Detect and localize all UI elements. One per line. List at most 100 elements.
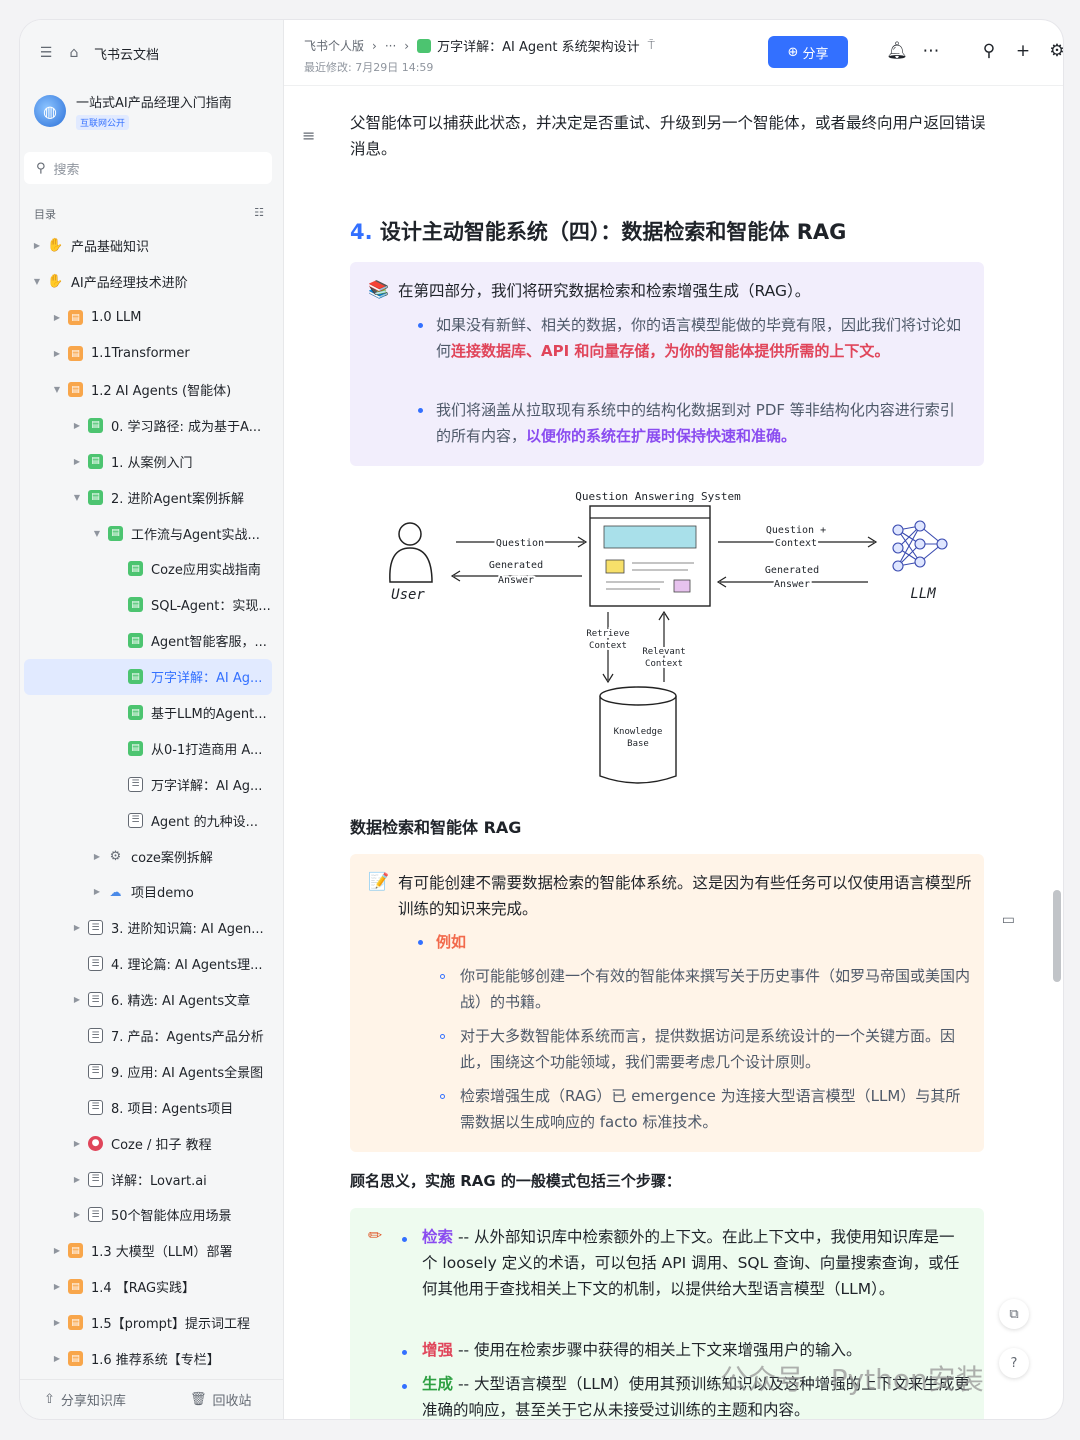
chevron-down-icon[interactable]: ▼ <box>53 385 61 394</box>
chevron-right-icon[interactable]: ▶ <box>73 995 81 1005</box>
chevron-right-icon[interactable]: ▶ <box>53 349 61 359</box>
sidebar-item[interactable]: ☰7. 产品：Agents产品分析 <box>24 1018 272 1054</box>
home-label[interactable]: 飞书云文档 <box>94 47 160 63</box>
sidebar-item[interactable]: ☰8. 项目: Agents项目 <box>24 1089 272 1125</box>
sidebar-item[interactable]: ▶☰6. 精选: AI Agents文章 <box>24 982 272 1018</box>
collapse-sidebar-icon[interactable]: ☰ <box>39 45 53 61</box>
sidebar-item[interactable]: ☰Agent 的九种设... <box>24 802 272 838</box>
toc-list-icon[interactable]: ☷ <box>254 206 264 219</box>
sidebar-item[interactable]: ▶▤1.5【prompt】提示词工程 <box>24 1305 272 1341</box>
chevron-down-icon[interactable]: ▼ <box>93 528 101 538</box>
plus-icon[interactable]: + <box>1015 41 1031 61</box>
sidebar-item[interactable]: ▼▤工作流与Agent实战... <box>24 515 272 551</box>
llm-gen-label-1: Generated <box>765 565 819 576</box>
sidebar-item[interactable]: ▶ ⚙ coze案例拆解 <box>24 838 272 874</box>
sidebar-item[interactable]: ▶●Coze / 扣子 教程 <box>24 1125 272 1161</box>
callout-rag-intro: 📚 在第四部分，我们将研究数据检索和检索增强生成（RAG）。 如果没有新鲜、相关… <box>350 262 984 466</box>
pin-icon[interactable]: ⍑ <box>647 38 655 52</box>
chevron-down-icon[interactable]: ▼ <box>33 277 41 287</box>
memo-icon: 📝 <box>368 872 390 892</box>
doc-doc-icon: ☰ <box>88 1063 103 1079</box>
chevron-right-icon[interactable]: ▶ <box>93 887 101 897</box>
sidebar-item[interactable]: ▶▤1.3 大模型（LLM）部署 <box>24 1233 272 1269</box>
sidebar-item[interactable]: ▤基于LLM的Agent... <box>24 695 272 731</box>
sidebar-item[interactable]: ▤Coze应用实战指南 <box>24 551 272 587</box>
sidebar-item[interactable]: ▤SQL-Agent：实现... <box>24 587 272 623</box>
chevron-right-icon[interactable]: ▶ <box>93 851 101 861</box>
bullet-dot <box>418 408 423 413</box>
share-kb-button[interactable]: ⇧ 分享知识库 <box>44 1390 126 1409</box>
chevron-right-icon[interactable]: ▶ <box>73 1210 81 1220</box>
sidebar-item[interactable]: ☰9. 应用: AI Agents全景图 <box>24 1053 272 1089</box>
sidebar-item-label: 项目demo <box>131 886 194 902</box>
more-icon[interactable]: ⋯ <box>922 41 940 61</box>
steps-title: 顾名思义，实施 RAG 的一般模式包括三个步骤： <box>350 1172 681 1190</box>
chevron-right-icon[interactable]: ▶ <box>73 420 81 430</box>
sidebar-item[interactable]: ▶☰3. 进阶知识篇: AI Agen... <box>24 910 272 946</box>
sidebar-item[interactable]: ▤万字详解：AI Ag... <box>24 658 272 695</box>
sidebar-item[interactable]: ▤从0-1打造商用 A... <box>24 730 272 766</box>
knowledge-base-header[interactable]: ◍ 一站式AI产品经理入门指南 互联网公开 <box>34 92 232 130</box>
sidebar-item-label: 万字详解：AI Ag... <box>151 778 263 794</box>
home-icon[interactable]: ⌂ <box>69 45 79 61</box>
chevron-right-icon[interactable]: ▶ <box>53 1282 61 1292</box>
sidebar-item-label: SQL-Agent：实现... <box>151 599 271 615</box>
chevron-right-icon[interactable]: ▶ <box>53 313 61 323</box>
scrollbar-thumb[interactable] <box>1053 890 1061 982</box>
chevron-right-icon[interactable]: ▶ <box>73 1138 81 1148</box>
step-keyword: 生成 <box>422 1375 454 1393</box>
sidebar-item-label: 1.4 【RAG实践】 <box>91 1281 196 1297</box>
sidebar-item[interactable]: ☰万字详解：AI Ag... <box>24 766 272 802</box>
knowledge-base-cylinder <box>599 686 677 784</box>
outline-icon[interactable]: ≡ <box>302 126 316 145</box>
sidebar-item[interactable]: ▶☰详解：Lovart.ai <box>24 1161 272 1197</box>
sidebar-item-label: 基于LLM的Agent... <box>151 707 267 723</box>
bell-icon[interactable]: 🔔︎ <box>886 41 908 61</box>
relevant-label-1: Relevant <box>642 647 685 657</box>
share-button[interactable]: ⊕ 分享 <box>768 36 848 68</box>
sidebar-item-label: coze案例拆解 <box>131 850 213 866</box>
chevron-right-icon[interactable]: ▶ <box>53 1246 61 1256</box>
search-icon[interactable]: ⚲ <box>982 41 996 61</box>
help-icon[interactable]: ? <box>999 1348 1029 1378</box>
chevron-right-icon[interactable]: ▶ <box>73 456 81 466</box>
search-placeholder: 搜索 <box>53 162 80 178</box>
doc-header: 飞书个人版 › ··· › 万字详解：AI Agent 系统架构设计 ⍑ 最近修… <box>284 20 1063 86</box>
crumb-more[interactable]: ··· <box>384 38 397 53</box>
user-figure <box>389 522 433 583</box>
sidebar-item[interactable]: ▶▤1.6 推荐系统【专栏】 <box>24 1341 272 1377</box>
chevron-right-icon[interactable]: ▶ <box>33 241 41 251</box>
search-input[interactable]: ⚲ 搜索 <box>24 152 272 184</box>
scrollbar[interactable] <box>1051 152 1063 1419</box>
crumb-current[interactable]: 万字详解：AI Agent 系统架构设计 <box>417 36 640 55</box>
chevron-right-icon[interactable]: ▶ <box>73 923 81 933</box>
comment-icon[interactable]: ▭ <box>1001 912 1015 928</box>
gear-doc-icon: ⚙ <box>109 848 122 864</box>
sidebar-item[interactable]: ▼▤2. 进阶Agent案例拆解 <box>24 479 272 515</box>
sidebar-item[interactable]: ▶▤1.4 【RAG实践】 <box>24 1269 272 1305</box>
crumb-root[interactable]: 飞书个人版 <box>304 39 365 53</box>
sidebar-item[interactable]: ▶▤1.1Transformer <box>24 336 272 372</box>
trash-button[interactable]: 🗑 回收站 <box>190 1390 252 1409</box>
bullet-dot <box>418 323 423 328</box>
sidebar-item-label: 1.1Transformer <box>91 346 190 362</box>
sidebar-item[interactable]: ▶☰50个智能体应用场景 <box>24 1197 272 1233</box>
sidebar-item[interactable]: ▼▤1.2 AI Agents (智能体) <box>24 372 272 408</box>
chevron-right-icon[interactable]: ▶ <box>53 1318 61 1328</box>
sidebar-item[interactable]: ☰4. 理论篇: AI Agents理... <box>24 946 272 982</box>
sidebar-item[interactable]: ▶✋产品基础知识 <box>24 228 272 264</box>
llm-gen-label-2: Answer <box>774 579 810 590</box>
sidebar-item[interactable]: ▶▤1. 从案例入门 <box>24 443 272 479</box>
chevron-down-icon[interactable]: ▼ <box>73 492 81 502</box>
sidebar-item-label: 4. 理论篇: AI Agents理... <box>111 958 263 974</box>
sidebar-item[interactable]: ▤Agent智能客服，... <box>24 623 272 659</box>
chevron-right-icon[interactable]: ▶ <box>73 1174 81 1184</box>
sidebar-item[interactable]: ▶▤0. 学习路径: 成为基于A... <box>24 407 272 443</box>
cloud-doc-icon: ☁ <box>109 884 122 899</box>
sidebar-item[interactable]: ▶▤1.0 LLM <box>24 300 272 336</box>
sidebar-item[interactable]: ▼✋AI产品经理技术进阶 <box>24 264 272 300</box>
gear-icon[interactable]: ⚙ <box>1049 41 1063 61</box>
sidebar-item[interactable]: ▶ ☁ 项目demo <box>24 874 272 910</box>
copy-link-icon[interactable]: ⧉ <box>999 1299 1029 1329</box>
chevron-right-icon[interactable]: ▶ <box>53 1354 61 1364</box>
